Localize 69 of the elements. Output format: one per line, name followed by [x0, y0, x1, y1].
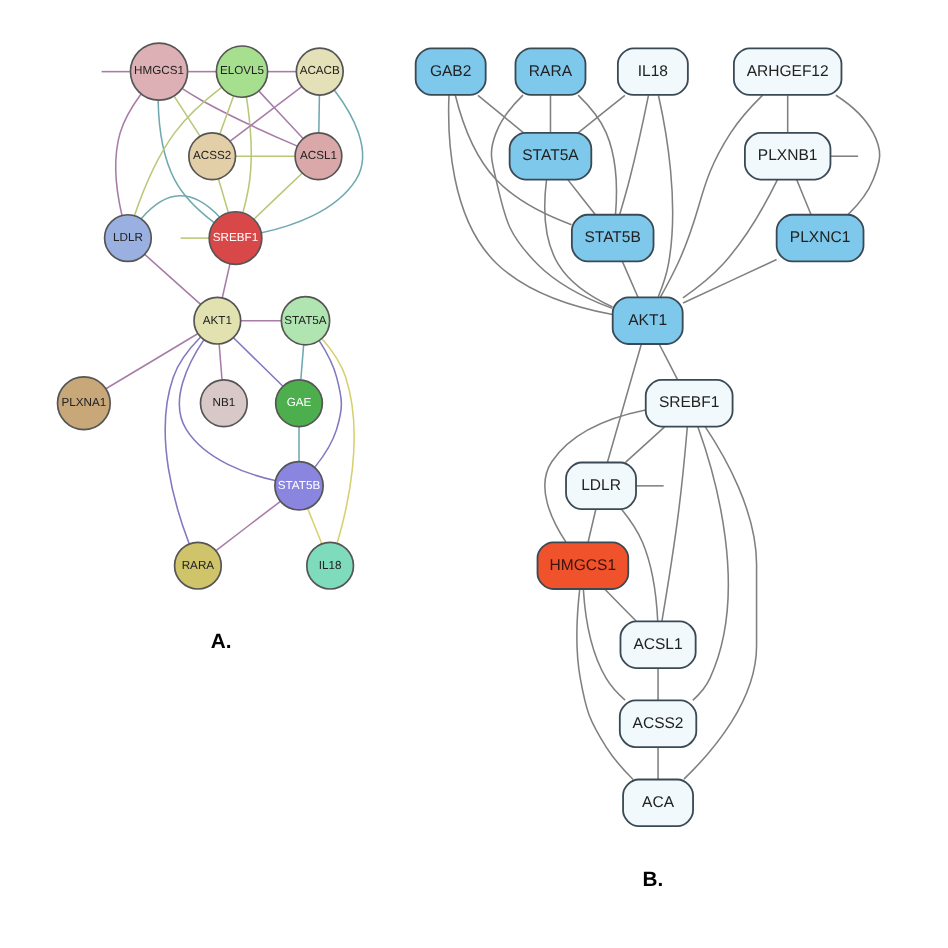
connector: [314, 340, 343, 468]
connector: [454, 94, 573, 226]
connector: [217, 178, 230, 214]
connector: [544, 178, 614, 308]
connector: [143, 253, 202, 306]
connector: [635, 485, 665, 487]
connector: [577, 94, 626, 134]
connector: [258, 90, 304, 140]
connector: [582, 588, 626, 701]
connector: [318, 94, 321, 134]
connector: [477, 94, 525, 134]
connector: [682, 258, 778, 304]
connector: [659, 94, 764, 298]
connector: [173, 95, 201, 137]
connector: [215, 500, 282, 552]
connector: [661, 426, 689, 623]
connector: [544, 409, 647, 543]
connector: [490, 94, 614, 310]
connector: [549, 94, 552, 134]
connector: [657, 94, 674, 298]
connector: [242, 95, 252, 214]
connector: [179, 237, 211, 239]
connector: [576, 588, 634, 781]
connector: [100, 70, 131, 73]
connector: [321, 337, 355, 544]
label: B.: [642, 869, 664, 892]
connector: [658, 343, 679, 381]
connector: [219, 95, 235, 135]
connector: [178, 339, 276, 482]
connector: [232, 337, 284, 387]
connector: [621, 260, 639, 298]
connector: [682, 178, 779, 299]
connector: [187, 70, 218, 73]
connector: [229, 86, 303, 142]
connector: [683, 425, 758, 780]
connector: [657, 667, 659, 701]
connector: [587, 508, 597, 543]
label: A.: [210, 632, 232, 655]
connector: [620, 508, 659, 623]
connector: [253, 172, 303, 220]
connector: [692, 426, 730, 702]
connector: [306, 507, 323, 545]
connector: [133, 86, 223, 217]
connector: [835, 94, 881, 216]
connector: [266, 70, 297, 73]
connector: [300, 343, 305, 381]
connector: [115, 93, 142, 216]
connector: [221, 263, 231, 299]
connector: [105, 333, 199, 390]
connector: [181, 88, 299, 147]
connector: [298, 426, 300, 463]
connector: [157, 99, 215, 224]
connector: [567, 178, 596, 216]
connector: [606, 343, 643, 463]
connector: [795, 178, 812, 216]
connector: [624, 426, 666, 464]
connector: [260, 89, 364, 234]
connector: [603, 588, 637, 622]
connector: [218, 343, 223, 381]
connector: [235, 155, 296, 157]
connector: [240, 319, 282, 322]
connector: [657, 746, 659, 780]
connector: [786, 94, 789, 134]
connector: [164, 336, 202, 545]
connector: [140, 195, 221, 220]
connector: [447, 94, 614, 316]
connector: [829, 155, 859, 157]
connector: [618, 94, 650, 216]
connector: [577, 94, 618, 216]
